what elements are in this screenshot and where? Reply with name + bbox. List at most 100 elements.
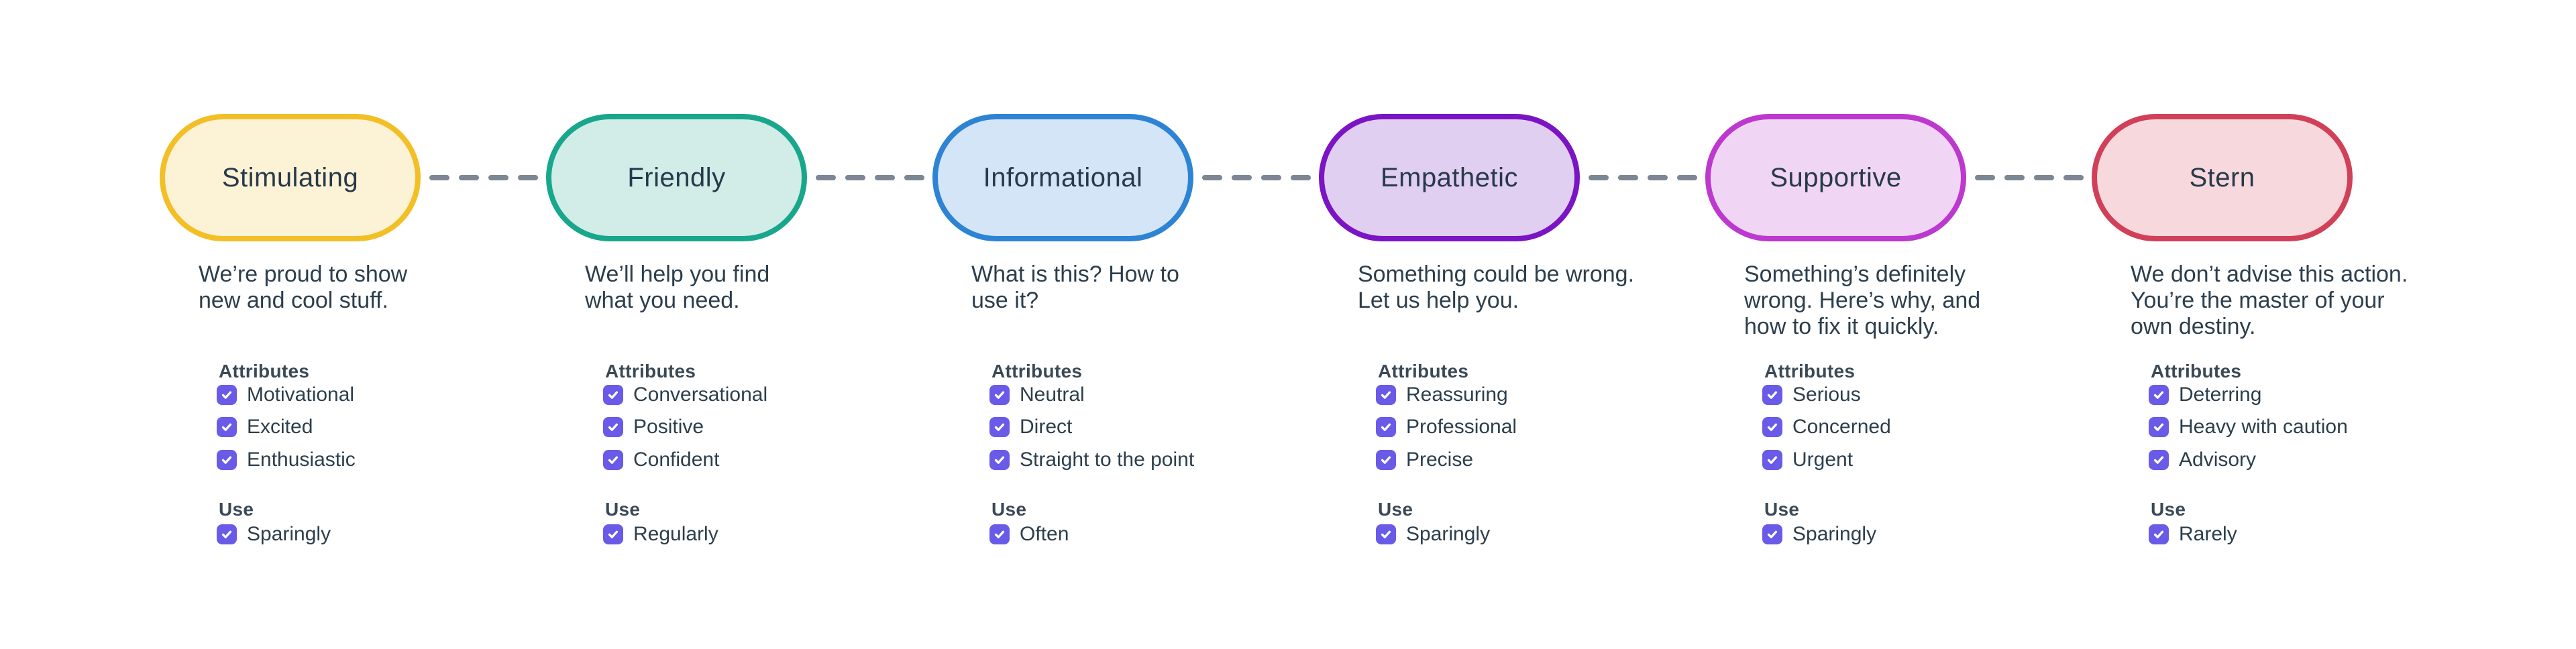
connector-line (807, 175, 932, 180)
connector-line (1580, 175, 1705, 180)
use-item: Rarely (2149, 523, 2237, 546)
attribute-label: Enthusiastic (247, 449, 356, 471)
checkbox[interactable] (989, 524, 1010, 544)
tone-node-label: Informational (983, 162, 1143, 192)
tone-node-label: Supportive (1770, 162, 1902, 192)
attribute-item: Neutral (989, 384, 1085, 406)
attribute-label: Direct (1020, 416, 1073, 438)
connector-dash (2063, 175, 2084, 180)
checkbox[interactable] (1762, 417, 1782, 437)
attribute-label: Professional (1406, 416, 1517, 438)
use-label: Regularly (633, 523, 718, 545)
tone-node: Stern (2092, 114, 2353, 241)
tone-node: Stimulating (160, 114, 421, 241)
connector-line (421, 175, 546, 180)
attribute-item: Heavy with caution (2149, 416, 2348, 438)
check-icon (1767, 423, 1778, 431)
connector-dash (1588, 175, 1609, 180)
check-icon (221, 423, 232, 431)
check-icon (2153, 423, 2164, 431)
attribute-label: Positive (633, 416, 704, 438)
connector-dash (1617, 175, 1638, 180)
checkbox[interactable] (1762, 450, 1782, 470)
attribute-item: Straight to the point (989, 449, 1194, 471)
checkbox[interactable] (603, 524, 623, 544)
attribute-item: Precise (1376, 449, 1473, 471)
checkbox[interactable] (217, 417, 237, 437)
check-icon (608, 530, 619, 538)
tone-column: Stimulating We’re proud to show new and … (160, 0, 546, 649)
tone-description: Something’s definitely wrong. Here’s why… (1744, 261, 1980, 340)
connector-dash (1676, 175, 1697, 180)
tone-node: Friendly (546, 114, 807, 241)
tone-description: We don’t advise this action. You’re the … (2131, 261, 2408, 340)
attribute-label: Neutral (1020, 384, 1085, 406)
checkbox[interactable] (1376, 385, 1396, 405)
checkbox[interactable] (989, 450, 1010, 470)
checkbox[interactable] (1376, 417, 1396, 437)
checkbox[interactable] (603, 417, 623, 437)
tone-node: Supportive (1705, 114, 1966, 241)
description-line: new and cool stuff. (199, 288, 388, 313)
description-line: We’ll help you find (585, 261, 770, 287)
check-icon (1381, 530, 1391, 538)
connector-dash (1974, 175, 1995, 180)
attributes-heading: Attributes (991, 361, 1083, 381)
connector-dash (1290, 175, 1311, 180)
checkbox[interactable] (989, 417, 1010, 437)
use-heading: Use (991, 499, 1027, 520)
connector-dash (1647, 175, 1668, 180)
attribute-item: Professional (1376, 416, 1517, 438)
checkbox[interactable] (217, 385, 237, 405)
tone-column: Informational What is this? How to use i… (932, 0, 1319, 649)
checkbox[interactable] (603, 450, 623, 470)
checkbox[interactable] (989, 385, 1010, 405)
checkbox[interactable] (2149, 524, 2169, 544)
tone-column: Stern We don’t advise this action. You’r… (2092, 0, 2478, 649)
checkbox[interactable] (2149, 450, 2169, 470)
tone-node-label: Stern (2189, 162, 2255, 192)
checkbox[interactable] (217, 450, 237, 470)
attribute-label: Straight to the point (1020, 449, 1195, 471)
connector-line (1193, 175, 1319, 180)
use-heading: Use (2151, 499, 2186, 520)
connector-dash (1231, 175, 1252, 180)
attribute-label: Advisory (2179, 449, 2257, 471)
check-icon (221, 530, 232, 538)
attribute-label: Conversational (633, 384, 768, 406)
checkbox[interactable] (1762, 524, 1782, 544)
connector-dash (1260, 175, 1281, 180)
attribute-label: Confident (633, 449, 720, 471)
use-heading: Use (219, 499, 254, 520)
checkbox[interactable] (217, 524, 237, 544)
attribute-item: Enthusiastic (217, 449, 356, 471)
attribute-item: Motivational (217, 384, 354, 406)
use-heading: Use (1764, 499, 1800, 520)
checkbox[interactable] (1376, 450, 1396, 470)
attribute-item: Conversational (603, 384, 767, 406)
tone-column: Supportive Something’s definitely wrong.… (1705, 0, 2092, 649)
check-icon (221, 456, 232, 464)
checkbox[interactable] (2149, 417, 2169, 437)
attribute-item: Concerned (1762, 416, 1891, 438)
description-line: how to fix it quickly. (1744, 314, 1939, 339)
attribute-item: Confident (603, 449, 719, 471)
checkbox[interactable] (2149, 385, 2169, 405)
attributes-heading: Attributes (1764, 361, 1856, 381)
checkbox[interactable] (1762, 385, 1782, 405)
description-line: We’re proud to show (199, 261, 408, 287)
connector-dash (2033, 175, 2054, 180)
use-heading: Use (605, 499, 641, 520)
description-line: You’re the master of your (2131, 288, 2385, 313)
connector-dash (874, 175, 895, 180)
checkbox[interactable] (603, 385, 623, 405)
attribute-label: Urgent (1792, 449, 1854, 471)
connector-dash (429, 175, 449, 180)
attributes-heading: Attributes (1378, 361, 1469, 381)
checkbox[interactable] (1376, 524, 1396, 544)
description-line: wrong. Here’s why, and (1744, 288, 1981, 313)
connector-dash (1201, 175, 1222, 180)
use-label: Sparingly (1792, 523, 1877, 545)
description-line: own destiny. (2131, 314, 2256, 339)
